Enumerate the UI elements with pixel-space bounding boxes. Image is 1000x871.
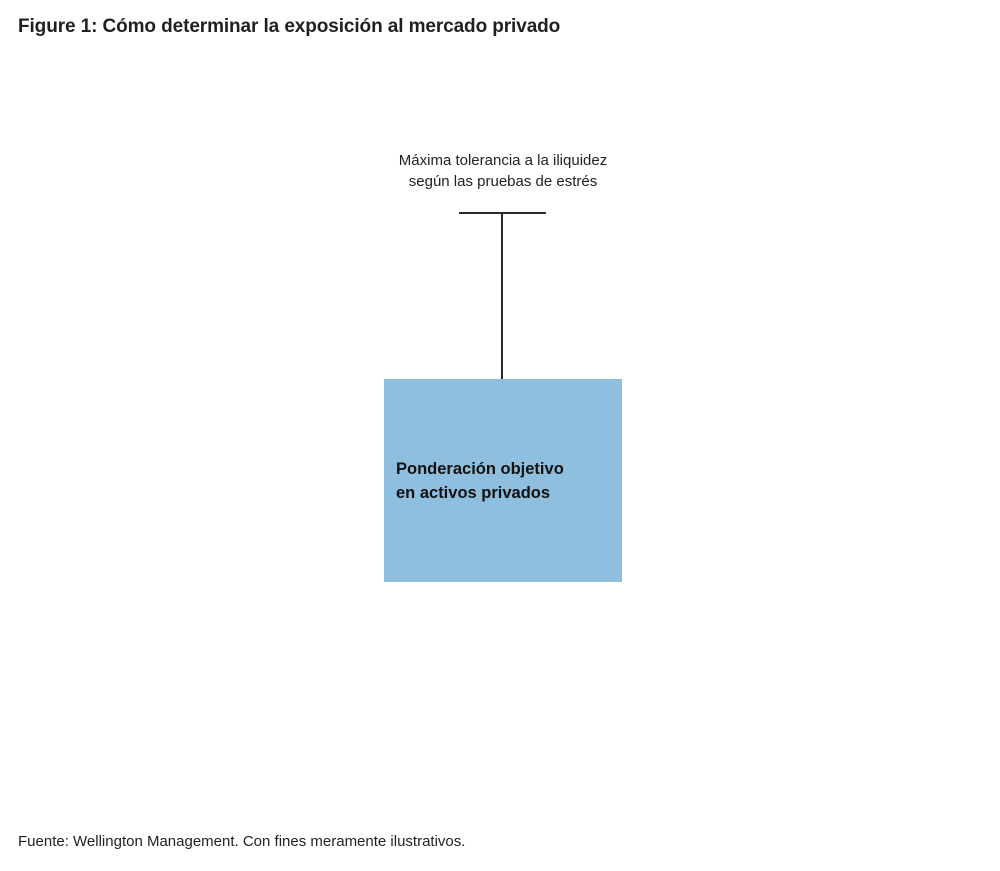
diagram-canvas: Máxima tolerancia a la iliquidez según l… [383, 150, 623, 582]
figure-title: Figure 1: Cómo determinar la exposición … [18, 16, 561, 37]
target-allocation-label: Ponderación objetivo en activos privados [396, 457, 564, 505]
target-allocation-box: Ponderación objetivo en activos privados [384, 379, 622, 582]
target-allocation-line-1: Ponderación objetivo [396, 459, 564, 478]
tolerance-label: Máxima tolerancia a la iliquidez según l… [383, 150, 623, 192]
connector-line [501, 213, 503, 379]
target-allocation-line-2: en activos privados [396, 483, 551, 502]
tolerance-label-line-2: según las pruebas de estrés [408, 173, 598, 190]
tolerance-label-line-1: Máxima tolerancia a la iliquidez [398, 152, 608, 169]
figure-source-note: Fuente: Wellington Management. Con fines… [18, 833, 466, 850]
